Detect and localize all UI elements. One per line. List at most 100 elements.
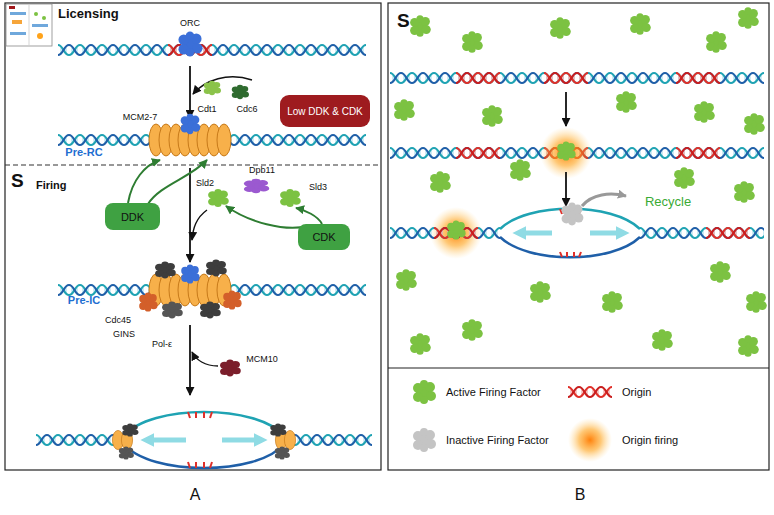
active-firing-factor: [430, 171, 451, 193]
helicase-complex: [275, 446, 290, 459]
inactive-firing-factor: [562, 203, 584, 226]
panel-frame: [388, 3, 769, 470]
active-firing-factor: [410, 333, 431, 355]
orc-protein: [178, 31, 202, 56]
phase-heading: Licensing: [58, 7, 119, 21]
recycle-arrow: [582, 194, 626, 206]
legend-sample: [568, 418, 612, 462]
active-firing-factor: [550, 17, 571, 39]
process-arrow: [565, 92, 567, 126]
protein-label: Pol-ε: [152, 340, 172, 350]
active-firing-factor: [482, 105, 503, 127]
replication-bubble: [560, 252, 562, 257]
replication-bubble: [706, 225, 750, 241]
replication-bubble: [573, 252, 575, 257]
replication-bubble: [590, 231, 624, 236]
inactive-firing-factor: [562, 203, 584, 226]
replication-bubble: [36, 432, 124, 448]
thumbnail-inset: [42, 16, 46, 20]
mcm10-protein: [220, 360, 241, 377]
helicase-complex: [122, 423, 138, 436]
thumbnail-inset: [6, 4, 52, 46]
replication-bubble: [579, 252, 581, 257]
complex-label: Pre-RC: [65, 146, 102, 158]
active-firing-factor: [557, 141, 575, 160]
dna-strand: [456, 145, 500, 161]
protein-label: MCM2-7: [123, 113, 158, 123]
replication-bubble: [203, 412, 205, 418]
active-firing-factor: [530, 281, 551, 303]
protein-label: ORC: [180, 19, 200, 29]
origin-firing-glow: [430, 127, 592, 259]
protein-label: Sld3: [309, 183, 327, 193]
legend-text: Origin: [622, 386, 651, 398]
recycle-arrow: [582, 194, 626, 206]
panel-frame: [5, 3, 381, 470]
active-firing-factor: [396, 269, 417, 291]
kinase-box: CDK: [298, 224, 350, 250]
mcm-double-hexamer: [149, 114, 231, 156]
helicase-complex: [119, 446, 134, 459]
protein-label: Cdt1: [197, 105, 216, 115]
active-firing-factor: [746, 291, 767, 313]
pre-ic-complex: [162, 302, 183, 319]
phase-letter: S: [397, 11, 410, 32]
panel-frame: [5, 3, 769, 470]
replication-bubble: [210, 462, 212, 468]
process-arrow: [192, 210, 207, 240]
helicase-complex: [112, 423, 295, 459]
origin-firing-glow: [430, 207, 482, 259]
dna-strand: [58, 42, 366, 58]
replication-bubble: [188, 462, 190, 468]
thumbnail-inset: [10, 12, 26, 15]
legend-sample: [413, 428, 436, 452]
active-firing-factor: [710, 261, 731, 283]
helicase-complex: [270, 423, 286, 436]
pre-ic-complex: [206, 260, 227, 277]
pre-ic-complex: [155, 262, 176, 279]
legend-sample: [413, 380, 612, 462]
active-firing-factor: [734, 181, 755, 203]
active-firing-factor: [652, 329, 673, 351]
licensing-factor: [204, 81, 221, 95]
process-arrow: [189, 168, 191, 262]
thumbnail-inset: [34, 12, 38, 16]
mcm10-protein: [220, 360, 241, 377]
replication-bubble: [146, 438, 186, 443]
protein-label: GINS: [113, 330, 135, 340]
mcm-double-hexamer: [217, 124, 231, 156]
process-arrow: [189, 66, 191, 118]
legend-sample: [413, 380, 436, 404]
active-firing-factor: [447, 220, 465, 239]
phase-heading: Firing: [36, 179, 67, 191]
active-firing-factor: [462, 319, 483, 341]
recycle-label: Recycle: [645, 195, 691, 209]
licensing-factor: [204, 81, 249, 99]
phase-divider: [5, 164, 381, 165]
replication-bubble: [36, 412, 372, 468]
legend-text: Inactive Firing Factor: [446, 434, 549, 446]
replication-bubble: [124, 444, 284, 468]
firing-factor: [208, 179, 301, 207]
firing-factor: [244, 179, 269, 193]
active-firing-factor: [602, 291, 623, 313]
thumbnail-inset: [29, 5, 30, 45]
thumbnail-inset: [32, 24, 48, 27]
active-firing-factor: [510, 159, 531, 181]
active-firing-factor: [694, 101, 715, 123]
protein-label: Sld2: [196, 179, 214, 189]
thumbnail-inset: [37, 33, 43, 39]
dna-strand: [390, 70, 764, 86]
active-firing-factor: [394, 7, 767, 357]
protein-label: Dpb11: [249, 166, 275, 176]
mcm-double-hexamer: [181, 114, 201, 134]
thumbnail-inset: [9, 6, 15, 9]
replication-bubble: [195, 412, 197, 418]
protein-label: Cdc6: [236, 105, 257, 115]
active-firing-factor: [616, 91, 637, 113]
box-label: DDK: [121, 211, 144, 223]
replication-bubble: [640, 225, 764, 241]
firing-factor: [208, 189, 229, 207]
replication-bubble: [390, 225, 500, 241]
